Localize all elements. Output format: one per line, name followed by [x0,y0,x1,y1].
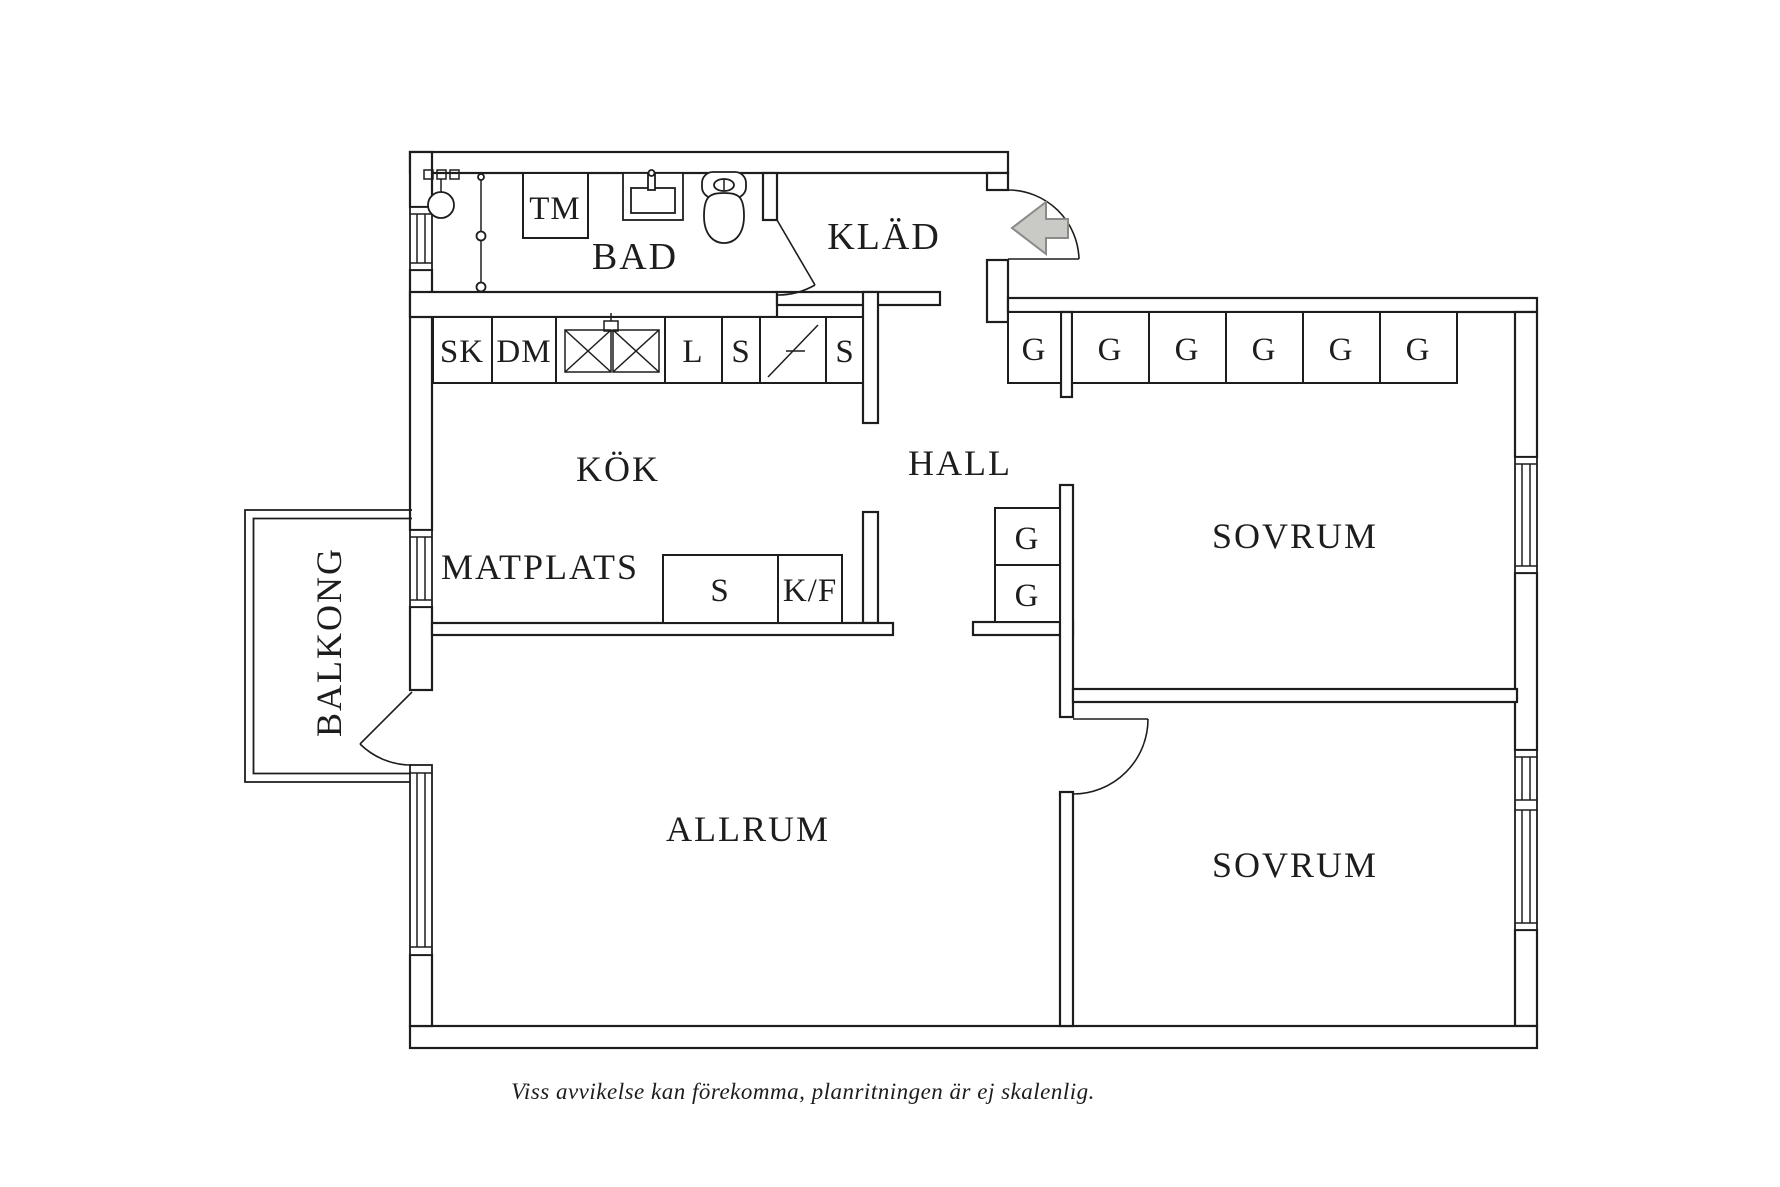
stove-icon [767,324,819,378]
room-label-kok: KÖK [576,449,660,489]
wall [1513,571,1539,752]
wall [408,605,434,692]
windows [409,206,1538,956]
wardrobe-label-g: G [1022,332,1047,368]
room-label-sovrum-1: SOVRUM [1212,516,1378,556]
cabinet-label-sk: SK [440,334,484,370]
window [409,764,433,956]
wall [971,620,1075,637]
wall [1006,296,1539,314]
wall [408,953,434,1028]
wall [1513,928,1539,1028]
balcony-rail [244,509,412,783]
room-label-bad: BAD [592,236,678,278]
walls [408,150,1539,1050]
wardrobe-g [1379,311,1458,384]
cabinet-label-kf: K/F [783,573,837,609]
wall [1058,483,1075,719]
washing-machine [522,172,589,239]
hall-wardrobe-label-g: G [1015,521,1040,557]
cabinet-label-l: L [682,334,703,370]
cabinet-label-tm: TM [529,191,581,227]
room-label-allrum: ALLRUM [666,809,830,849]
wardrobe-g [1071,311,1150,384]
room-label-balkong: BALKONG [309,547,349,737]
room-label-sovrum-2: SOVRUM [1212,845,1378,885]
wardrobe-label-g: G [1329,332,1354,368]
wall [985,258,1010,324]
fridge-freezer [777,554,843,624]
wall [761,171,779,222]
wall [408,1024,1539,1050]
hall-wardrobe-label-g: G [1015,578,1040,614]
kitchen-sink-icon [564,313,660,373]
wardrobe-g [1148,311,1227,384]
bathroom-door [776,219,816,296]
wardrobe-label-g: G [1175,332,1200,368]
wall [408,150,1010,175]
bedroom-door [1072,718,1149,795]
balcony-door [359,691,413,766]
sink-icon [622,169,684,221]
labels: BAD KLÄD KÖK HALL MATPLATS ALLRUM SOVRUM… [309,191,1431,1104]
cabinet-dm [491,316,557,384]
wardrobe-g [1007,311,1062,384]
doors [359,189,1149,795]
cabinet-s [721,316,761,384]
wall [1513,310,1539,459]
wall [985,171,1010,192]
hall-wardrobe-g [994,507,1061,566]
balcony-rail-inner [252,517,412,775]
cabinet-s-lower [662,554,779,624]
room-label-hall: HALL [908,443,1012,483]
window [409,206,433,271]
hall-wardrobe-g [994,564,1061,623]
shower-icon [423,169,487,293]
wall [861,290,880,425]
wall [1059,310,1074,399]
room-label-klad: KLÄD [827,216,941,258]
wardrobes [994,311,1458,623]
cabinet-label-s-lower: S [710,573,729,609]
wardrobe-label-g: G [1406,332,1431,368]
bathroom-fixtures [423,169,747,293]
balcony-rail-outer [244,509,412,783]
cabinet-label-s: S [835,334,854,370]
wardrobe-g [1225,311,1304,384]
entry-arrow-icon [1010,199,1069,257]
wall [408,290,779,319]
wall [775,290,942,307]
wall [1058,790,1075,1028]
wall [430,621,895,637]
cabinet-s [825,316,864,384]
wardrobe-label-g: G [1098,332,1123,368]
kitchen-upper-cabinets [432,313,864,384]
entrance-door [1007,189,1080,260]
window [1514,456,1538,574]
kitchen-lower-cabinets [662,554,843,624]
toilet-icon [701,171,747,244]
room-label-matplats: MATPLATS [441,547,639,587]
wardrobe-label-g: G [1252,332,1277,368]
window [1514,749,1538,931]
wall [861,510,880,625]
disclaimer-caption: Viss avvikelse kan förekomma, planritnin… [511,1079,1095,1104]
window [409,529,433,608]
wardrobe-g [1302,311,1381,384]
wall [1071,687,1519,704]
cabinet-label-dm: DM [496,334,551,370]
cabinet-label-s: S [731,334,750,370]
